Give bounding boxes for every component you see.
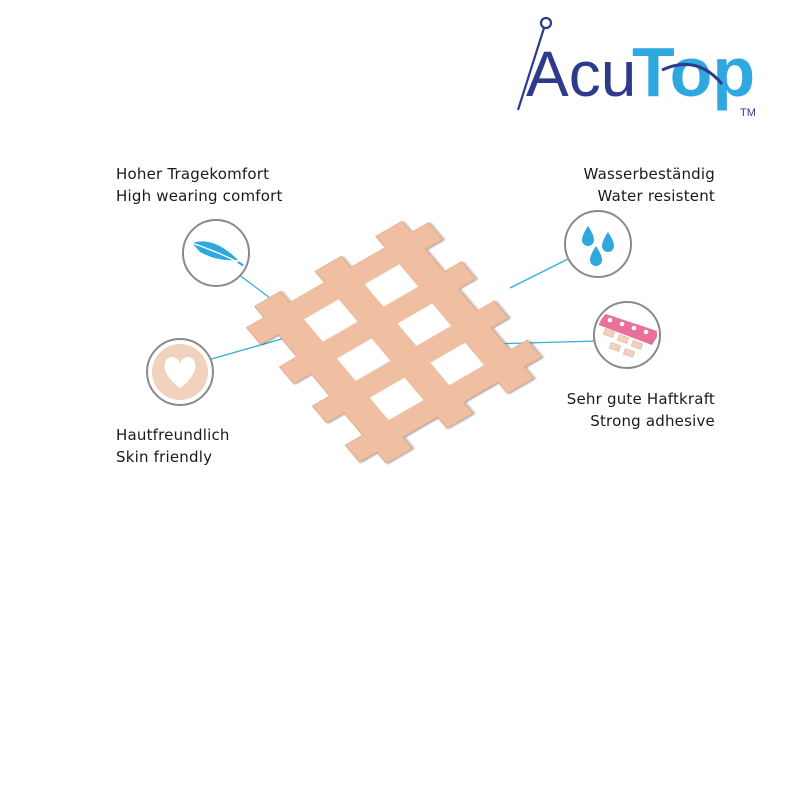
feature-label-de: Hautfreundlich [116,426,230,444]
brand-logo: Acu Top TM [512,14,784,120]
feature-label-en: High wearing comfort [116,187,283,205]
adhesive-layer-icon [593,301,661,369]
tape-gap [336,338,391,381]
feature-label-de: Wasserbeständig [583,165,715,183]
water-drops-icon [564,210,632,278]
heart-icon [146,338,214,406]
feature-label-comfort: Hoher Tragekomfort High wearing comfort [116,163,283,207]
acutop-logo-graphic: Acu Top TM [516,16,756,119]
feature-label-de: Hoher Tragekomfort [116,165,270,183]
feather-icon [182,219,250,287]
tape-gap [304,299,358,342]
feature-label-adhesive: Sehr gute Haftkraft Strong adhesive [567,388,715,432]
logo-text-top: Top [632,33,755,111]
feature-label-skin: Hautfreundlich Skin friendly [116,424,230,468]
feature-label-en: Water resistent [597,187,715,205]
tape-gap [397,303,452,346]
tape-gap [430,342,484,386]
tape-gap [369,377,424,421]
callout-line-adhesive [489,340,598,345]
feature-label-en: Skin friendly [116,448,213,466]
logo-trademark: TM [740,107,756,119]
feature-label-en: Strong adhesive [590,412,715,430]
logo-text-acu: Acu [526,38,636,110]
feature-label-de: Sehr gute Haftkraft [566,390,715,408]
callout-line-water [509,256,573,289]
tape-gap [364,264,419,307]
feature-label-water: Wasserbeständig Water resistent [584,163,715,207]
callout-line-skin [207,337,286,361]
cross-tape-grid [245,220,542,464]
